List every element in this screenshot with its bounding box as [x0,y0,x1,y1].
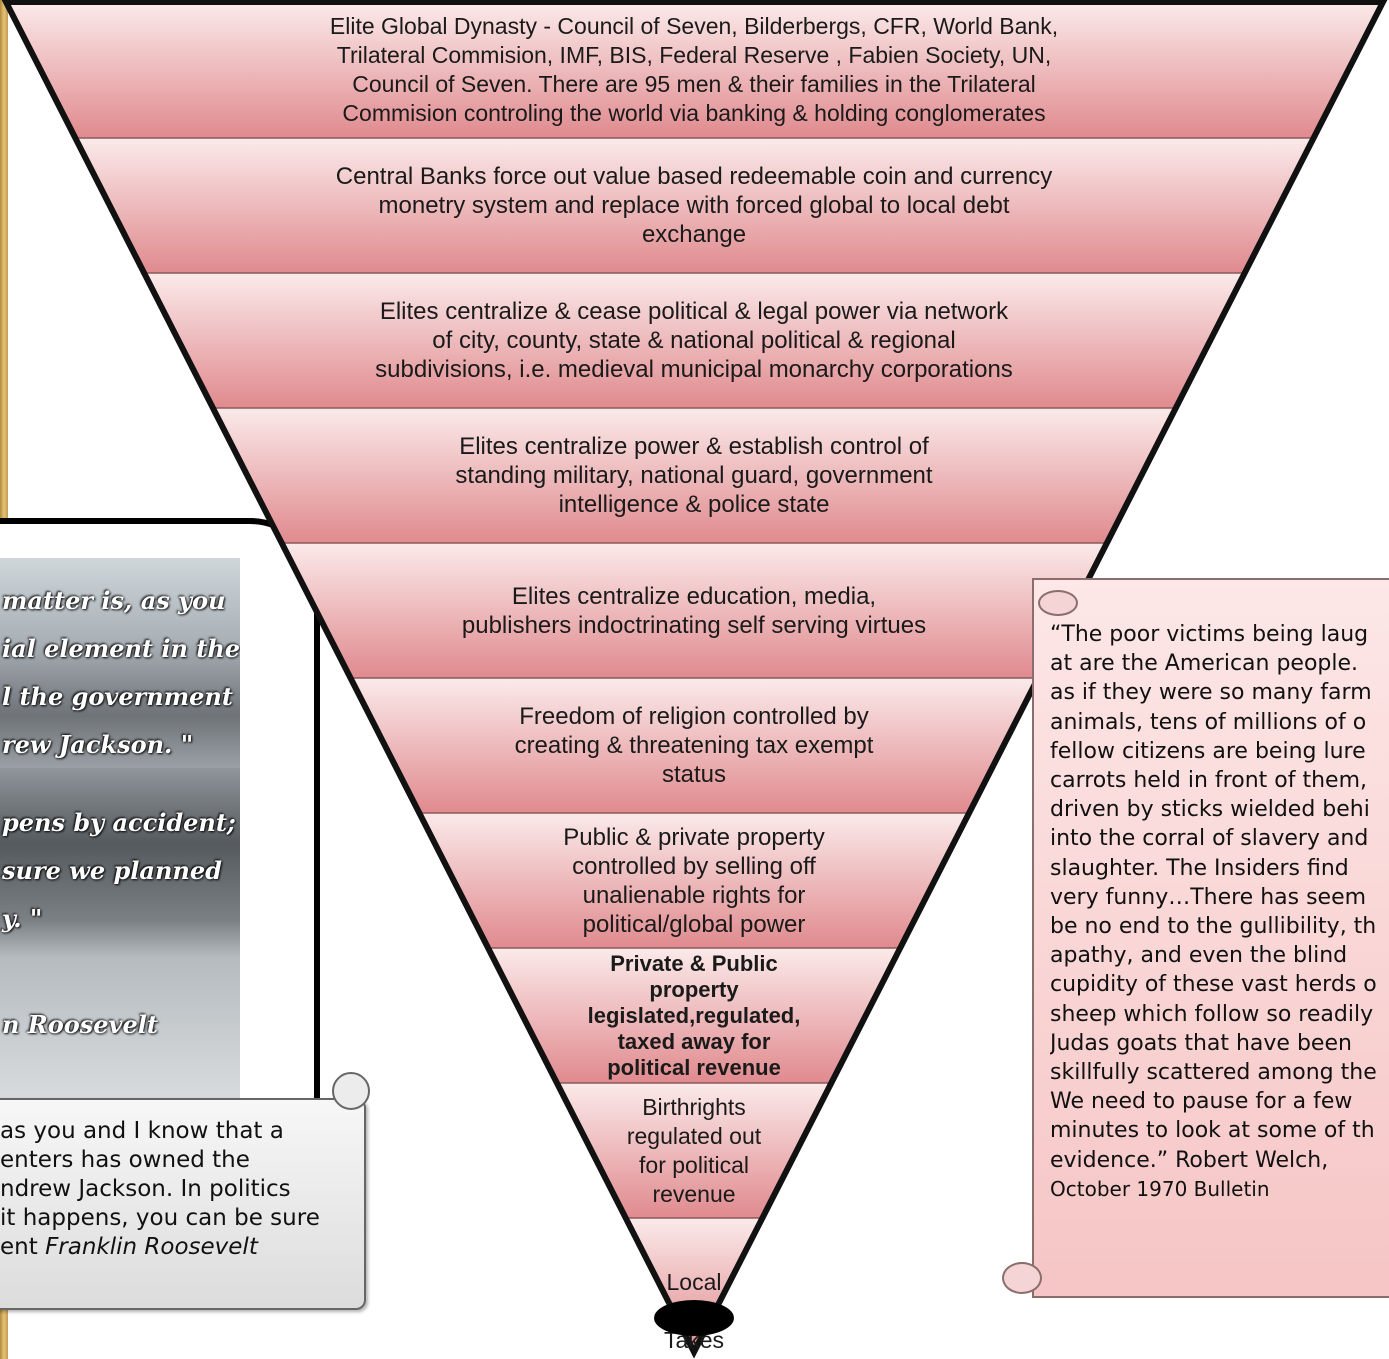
welch-quote-scroll [1032,578,1389,1298]
photo-quote-line: matter is, as you [2,586,226,615]
pyramid-tier [6,273,1383,408]
quote-line: be no end to the gullibility, th [1050,914,1377,940]
quote-line: slaughter. The Insiders find [1050,855,1349,881]
photo-quote-line: ial element in the [2,634,240,663]
tier-text-2: Central Banks force out value based rede… [144,162,1244,249]
quote-line: Judas goats that have been [1050,1030,1352,1056]
tier-line: subdivisions, i.e. medieval municipal mo… [375,356,1013,383]
tier-line: taxed away for [617,1028,771,1054]
roosevelt-quote-text: as you and I know that a enters has owne… [0,1117,360,1262]
quote-line: animals, tens of millions of o [1050,709,1367,735]
quote-line: skillfully scattered among the [1050,1060,1377,1086]
tier-line: Elite Global Dynasty - Council of Seven,… [329,13,1059,39]
quote-author: Franklin Roosevelt [45,1234,258,1260]
tier-text-5: Elites centralize education, media,publi… [144,582,1244,640]
quote-line: enters has owned the [0,1147,250,1173]
quote-line: as you and I know that a [0,1118,284,1144]
pyramid-tier [6,138,1383,273]
quote-line: ndrew Jackson. In politics [0,1176,291,1202]
tier-line: of city, county, state & national politi… [432,327,956,354]
photo-quote-line: y. " [2,904,43,933]
scroll-curl [1038,590,1078,616]
tier-line: Trilateral Commision, IMF, BIS, Federal … [336,42,1052,68]
tier-line: Public & private property [563,823,825,851]
tier-line: unalienable rights for [582,881,806,909]
photo-quote-line: pens by accident; [2,808,236,837]
tier-line: publishers indoctrinating self serving v… [461,611,927,639]
quote-line: very funny…There has seem [1050,884,1367,910]
tier-line: Freedom of religion controlled by [519,703,869,730]
welch-quote-text: “The poor victims being laug at are the A… [1050,620,1389,1204]
tier-line: regulated out [626,1122,762,1149]
quote-line: it happens, you can be sure [0,1205,320,1231]
scroll-curl [332,1072,370,1110]
tier-line: political/global power [582,910,806,938]
quote-line: cupidity of these vast herds o [1050,972,1377,998]
quote-line: ent Franklin Roosevelt [0,1233,360,1262]
pyramid-tier [6,2,1383,138]
tier-line: Local [666,1269,722,1295]
tier-line: legislated,regulated, [587,1002,801,1028]
tier-line: Commision controling the world via banki… [342,100,1046,126]
tier-line: Private & Public [610,950,778,976]
quote-line: carrots held in front of them, [1050,768,1367,794]
scroll-curl [1002,1262,1042,1294]
quote-line: “The poor victims being laug [1050,622,1369,647]
quote-line: apathy, and even the blind [1050,943,1348,969]
tier-line: Council of Seven. There are 95 men & the… [352,71,1036,97]
tier-line: Central Banks force out value based rede… [335,163,1053,190]
roosevelt-photo: matter is, as you ial element in the l t… [0,558,240,768]
ink-blob [654,1300,734,1336]
tier-line: property [649,976,739,1002]
tier-line: standing military, national guard, gover… [455,462,933,489]
photo-quote-line: rew Jackson. " [2,730,194,759]
quote-line: as if they were so many farm [1050,680,1372,706]
tier-text-4: Elites centralize power & establish cont… [144,432,1244,519]
tier-line: intelligence & police state [558,491,830,518]
tier-text-3: Elites centralize & cease political & le… [144,297,1244,384]
tier-line: revenue [652,1180,736,1207]
roosevelt-photo-lower: pens by accident; sure we planned y. " [0,768,240,958]
photo-quote-author: n Roosevelt [2,1010,158,1039]
tier-line: monetry system and replace with forced g… [378,192,1010,219]
tier-line: status [661,761,727,788]
tier-line: Elites centralize & cease political & le… [379,298,1009,325]
tier-line: exchange [641,221,747,248]
quote-line: minutes to look at some of th [1050,1118,1375,1144]
tier-line: controlled by selling off [572,852,816,880]
quote-line: fellow citizens are being lure [1050,738,1366,764]
roosevelt-quote-scroll [0,1098,366,1310]
tier-text-1: Elite Global Dynasty - Council of Seven,… [144,12,1244,128]
tier-line: Birthrights [642,1093,746,1120]
quote-line: sheep which follow so readily [1050,1001,1374,1027]
quote-prefix: ent [0,1234,46,1260]
quote-line: We need to pause for a few [1050,1089,1353,1115]
quote-attribution: October 1970 Bulletin [1050,1176,1270,1201]
tier-line: Elites centralize education, media, [511,582,877,610]
tier-line: Elites centralize power & establish cont… [459,433,929,460]
roosevelt-photo-caption: n Roosevelt [0,958,240,1098]
tier-line: creating & threatening tax exempt [514,732,874,759]
photo-quote-line: l the government [2,682,233,711]
quote-line: evidence.” Robert Welch, [1050,1147,1329,1173]
tier-line: political revenue [607,1054,781,1080]
tier-line: for political [639,1151,749,1178]
quote-line: driven by sticks wielded behi [1050,797,1370,823]
quote-line: into the corral of slavery and [1050,826,1369,852]
photo-quote-line: sure we planned [2,856,222,885]
quote-line: at are the American people. [1050,651,1359,677]
